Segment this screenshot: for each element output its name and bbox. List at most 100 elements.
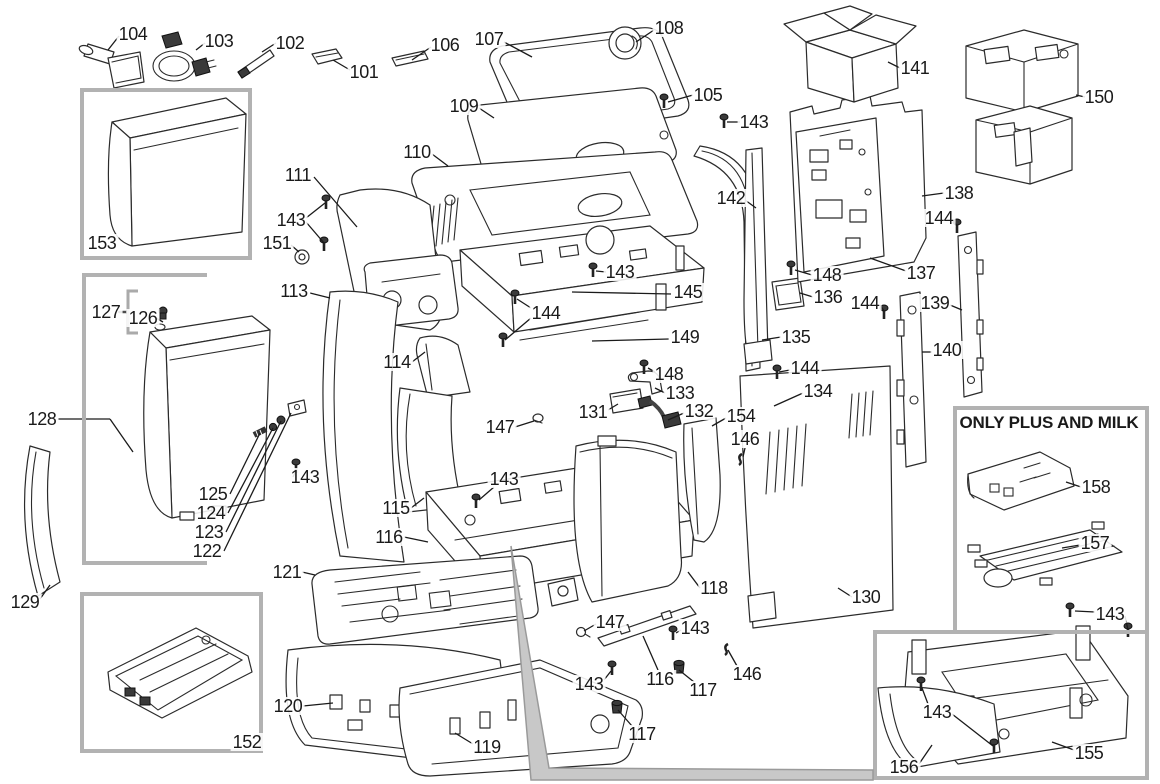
- grommet-117-b: [611, 699, 623, 714]
- part-label-157: 157: [1078, 533, 1112, 553]
- part-150-foam-packaging: [965, 29, 1079, 185]
- part-106-label-strip: [391, 50, 429, 67]
- inset-box-152: [80, 592, 263, 753]
- part-label-103: 103: [202, 31, 236, 51]
- part-label-143: 143: [678, 618, 712, 638]
- part-label-143: 143: [737, 112, 771, 132]
- part-label-119: 119: [471, 737, 503, 757]
- part-label-122: 122: [190, 541, 224, 561]
- part-147-pin: [532, 413, 544, 424]
- part-label-123: 123: [192, 522, 226, 542]
- part-label-148: 148: [810, 265, 844, 285]
- chassis-mid-deck: [459, 225, 705, 341]
- inset-box-only-plus-and-milk: [953, 406, 1149, 634]
- part-label-101: 101: [347, 62, 381, 82]
- part-label-125: 125: [196, 484, 230, 504]
- part-140-hinge-strip: [896, 291, 927, 468]
- part-102-cleaning-brush: [237, 49, 275, 79]
- screw-143-panel-b: [318, 235, 330, 253]
- part-122-bracket-plate: [287, 399, 307, 417]
- part-147-pin-b: [575, 626, 591, 638]
- part-label-117: 117: [626, 724, 658, 744]
- part-label-108: 108: [652, 18, 686, 38]
- part-label-109: 109: [447, 96, 481, 116]
- part-label-131: 131: [576, 402, 610, 422]
- part-label-140: 140: [930, 340, 964, 360]
- inset-box-153: [80, 88, 252, 260]
- part-label-135: 135: [779, 327, 813, 347]
- part-label-153: 153: [85, 233, 119, 253]
- screw-143-rail-b: [606, 659, 618, 677]
- part-label-145: 145: [671, 282, 705, 302]
- part-label-136: 136: [811, 287, 845, 307]
- screw-143-top: [718, 112, 730, 130]
- part-103-power-cord: [152, 31, 217, 82]
- part-label-144: 144: [848, 293, 882, 313]
- part-114-inner-frame: [415, 335, 471, 399]
- part-label-102: 102: [273, 33, 307, 53]
- screw-148-upper: [785, 259, 797, 277]
- part-label-118: 118: [698, 578, 730, 598]
- part-label-137: 137: [904, 263, 938, 283]
- part-label-143: 143: [274, 210, 308, 230]
- inset-title: ONLY PLUS AND MILK: [959, 413, 1139, 432]
- part-129-side-door: [23, 445, 61, 597]
- part-label-132: 132: [682, 401, 716, 421]
- part-113-left-side-panel: [322, 290, 405, 563]
- part-label-148: 148: [652, 364, 686, 384]
- part-label-138: 138: [942, 183, 976, 203]
- part-label-150: 150: [1082, 87, 1116, 107]
- part-label-141: 141: [898, 58, 932, 78]
- part-label-143: 143: [288, 467, 322, 487]
- part-label-142: 142: [714, 188, 748, 208]
- part-label-152: 152: [230, 732, 264, 752]
- part-label-107: 107: [472, 29, 506, 49]
- screw-144-b: [497, 331, 509, 349]
- part-152-inner-tray: [107, 627, 253, 719]
- part-label-143: 143: [487, 469, 521, 489]
- part-label-106: 106: [428, 35, 462, 55]
- part-label-133: 133: [663, 383, 697, 403]
- part-label-129: 129: [8, 592, 42, 612]
- part-108-bean-lid-knob: [608, 26, 642, 60]
- part-label-127: 127: [89, 302, 123, 322]
- part-label-151: 151: [260, 233, 294, 253]
- part-label-144: 144: [788, 358, 822, 378]
- part-label-113: 113: [278, 281, 310, 301]
- part-label-144: 144: [922, 208, 956, 228]
- part-label-146: 146: [730, 664, 764, 684]
- part-121-drip-grid: [311, 555, 539, 645]
- part-label-146: 146: [728, 429, 762, 449]
- part-115-inner-panel: [396, 387, 463, 513]
- part-label-156: 156: [887, 757, 921, 777]
- part-141-carton-box: [783, 5, 917, 103]
- part-label-116: 116: [373, 527, 405, 547]
- part-label-154: 154: [724, 406, 758, 426]
- part-154-support-frame: [683, 417, 721, 543]
- part-label-147: 147: [593, 612, 627, 632]
- part-label-128: 128: [25, 409, 59, 429]
- part-135-trim-strip: [743, 147, 773, 365]
- part-137-circuit-board: [795, 117, 885, 273]
- part-label-116: 116: [644, 669, 676, 689]
- part-label-104: 104: [116, 24, 150, 44]
- part-label-110: 110: [401, 142, 433, 162]
- part-153-water-tank: [107, 97, 247, 247]
- part-123-nut: [276, 415, 286, 425]
- power-switch: [547, 577, 579, 607]
- part-151-washer: [294, 249, 310, 265]
- part-label-149: 149: [668, 327, 702, 347]
- clip-146-upper: [737, 452, 744, 467]
- part-label-147: 147: [483, 417, 517, 437]
- part-104-steam-nozzle: [78, 43, 145, 89]
- part-label-143: 143: [572, 674, 606, 694]
- part-label-134: 134: [801, 381, 835, 401]
- part-156-front-cover: [877, 686, 1001, 769]
- part-124-washer: [268, 422, 278, 432]
- screw-143-panel-a: [320, 193, 332, 211]
- part-label-139: 139: [918, 293, 952, 313]
- part-label-143: 143: [603, 262, 637, 282]
- part-139-hinge-strip: [957, 231, 984, 398]
- part-label-155: 155: [1072, 743, 1106, 763]
